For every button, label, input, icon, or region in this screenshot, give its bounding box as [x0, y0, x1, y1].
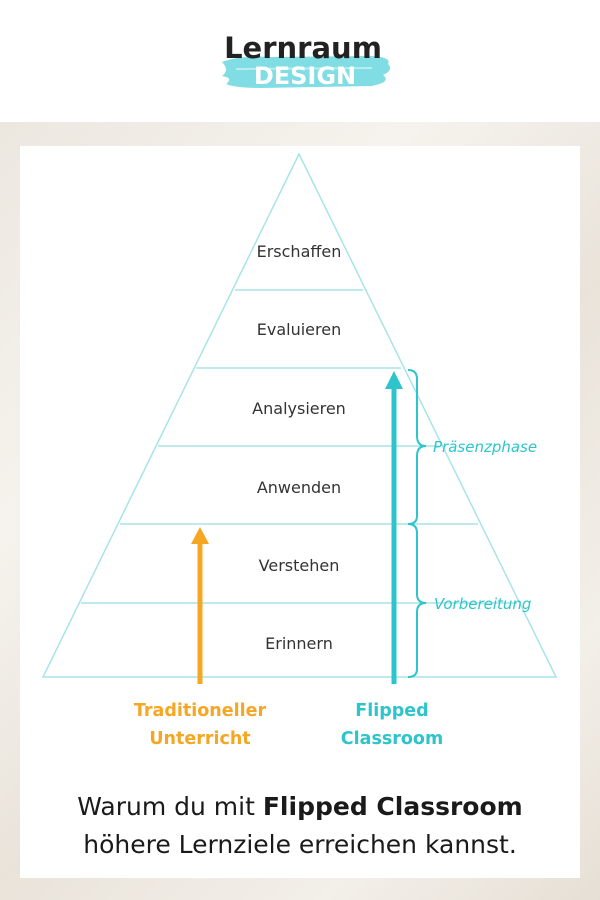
traditional-caption-line1: Traditioneller	[134, 701, 267, 721]
flipped-arrow	[385, 371, 403, 684]
level-label-erinnern: Erinnern	[265, 634, 333, 653]
pyramid-outline	[41, 152, 558, 678]
traditional-arrow	[191, 527, 209, 684]
lernraum-design-logo: Lernraum DESIGN	[222, 31, 391, 90]
presence-phase-brace	[407, 369, 427, 525]
preparation-phase-label: Vorbereitung	[434, 595, 531, 613]
diagram-card: Erschaffen Evaluieren Analysieren Anwend…	[20, 146, 580, 878]
level-label-analysieren: Analysieren	[252, 399, 346, 418]
tagline-prefix: Warum du mit	[77, 792, 263, 821]
tagline-line1: Warum du mit Flipped Classroom	[0, 788, 600, 826]
presence-phase-label: Präsenzphase	[433, 438, 537, 456]
logo-brush-stroke	[222, 56, 391, 88]
level-label-evaluieren: Evaluieren	[257, 320, 341, 339]
header: Lernraum DESIGN	[0, 0, 600, 122]
traditional-caption-line2: Unterricht	[149, 729, 250, 749]
logo-line1: Lernraum	[224, 31, 382, 65]
level-label-erschaffen: Erschaffen	[257, 242, 342, 261]
logo-line2: DESIGN	[254, 62, 356, 90]
level-label-verstehen: Verstehen	[259, 556, 340, 575]
flipped-caption-line1: Flipped	[355, 701, 428, 721]
tagline-line2: höhere Lernziele erreichen kannst.	[83, 830, 517, 859]
flipped-caption-line2: Classroom	[341, 729, 443, 749]
level-label-anwenden: Anwenden	[257, 478, 341, 497]
tagline-bold: Flipped Classroom	[262, 792, 523, 821]
preparation-phase-brace	[407, 523, 427, 678]
logo-brush-streak	[235, 67, 373, 70]
tagline: Warum du mit Flipped Classroom höhere Le…	[0, 788, 600, 864]
bloom-pyramid-diagram: Erschaffen Evaluieren Analysieren Anwend…	[41, 152, 558, 749]
